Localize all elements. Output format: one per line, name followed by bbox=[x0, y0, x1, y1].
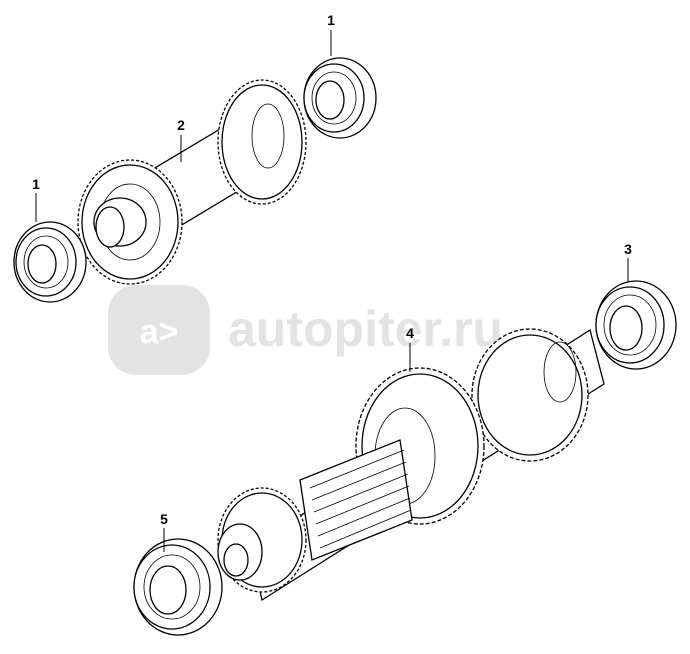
spline-section bbox=[299, 439, 413, 561]
bearing-5 bbox=[133, 538, 223, 636]
watermark-logo-badge bbox=[108, 285, 210, 375]
gear-lower-left bbox=[217, 487, 307, 593]
bearing-3 bbox=[595, 280, 677, 370]
callout-1-top: 1 bbox=[327, 12, 335, 28]
callout-3: 3 bbox=[624, 241, 632, 257]
gear-upper-front bbox=[77, 159, 183, 285]
gear-upper-rear bbox=[217, 79, 307, 205]
gear-lower-right bbox=[471, 328, 589, 462]
bearing-1-top bbox=[303, 57, 377, 139]
watermark: a> autopiter.ru bbox=[108, 285, 503, 375]
watermark-logo-text: a> bbox=[140, 313, 179, 351]
bearing-1-left bbox=[13, 221, 87, 303]
callout-5: 5 bbox=[160, 511, 168, 527]
callout-4: 4 bbox=[406, 325, 414, 341]
watermark-text: autopiter.ru bbox=[228, 301, 503, 357]
callout-1-left: 1 bbox=[32, 176, 40, 192]
callout-2: 2 bbox=[177, 117, 185, 133]
